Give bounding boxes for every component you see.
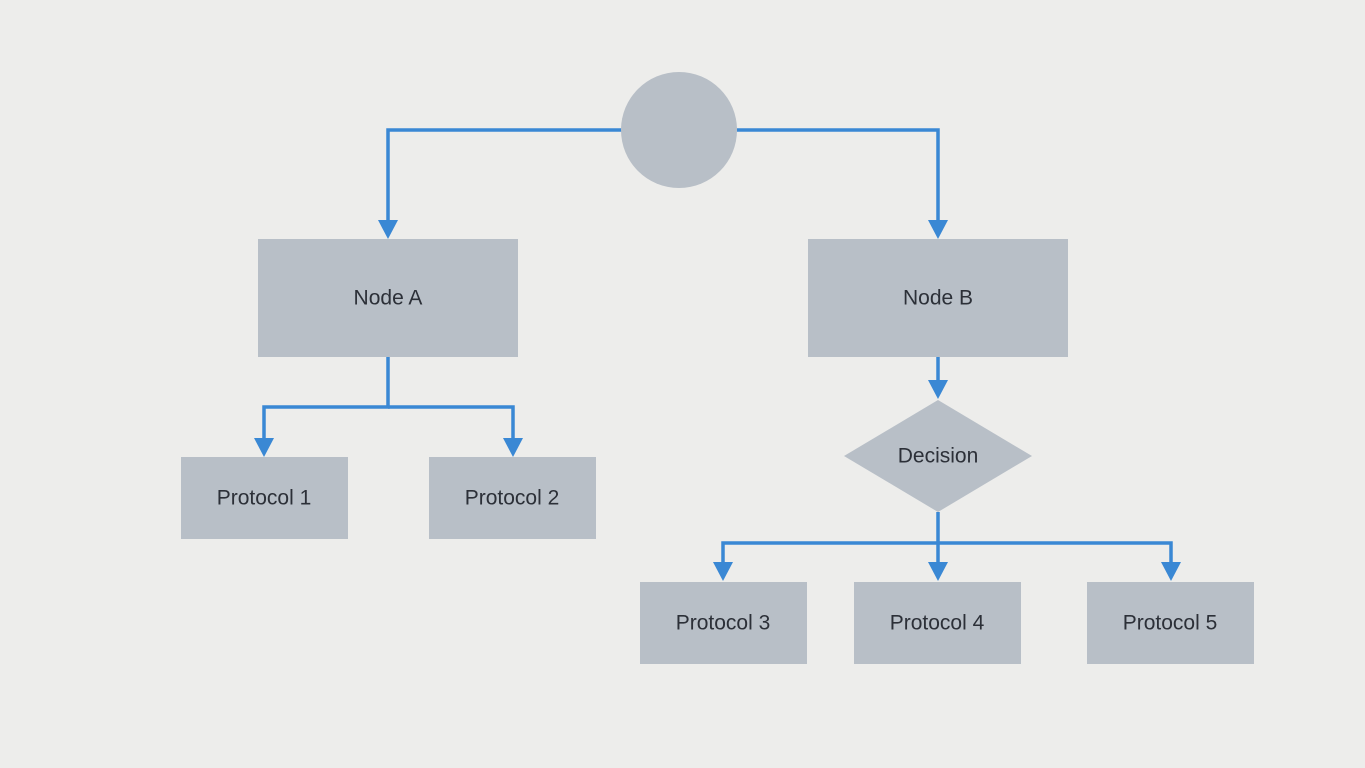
protocol-3: Protocol 3: [640, 582, 807, 664]
edge-root-to-node-a: [386, 128, 622, 224]
protocol-3-box: [640, 582, 807, 664]
decision-label: Decision: [898, 445, 979, 468]
edge-decision-to-protocol-3: [721, 512, 940, 566]
arrowheads: [254, 220, 1181, 581]
node-b: Node B: [808, 239, 1068, 357]
edge-node-a-to-protocol-1: [262, 357, 390, 442]
protocol-2-label: Protocol 2: [465, 487, 560, 510]
node-b-box: [808, 239, 1068, 357]
protocol-5-label: Protocol 5: [1123, 612, 1218, 635]
protocol-4-box: [854, 582, 1021, 664]
protocol-5: Protocol 5: [1087, 582, 1254, 664]
arrowhead-node-b: [928, 220, 948, 239]
connectors: [262, 128, 1173, 566]
nodes: Node A Node B Decision Protocol 1 Protoc…: [181, 72, 1254, 664]
protocol-2: Protocol 2: [429, 457, 596, 539]
arrowhead-node-a: [378, 220, 398, 239]
node-a: Node A: [258, 239, 518, 357]
protocol-4: Protocol 4: [854, 582, 1021, 664]
arrowhead-protocol-2: [503, 438, 523, 457]
arrowhead-protocol-3: [713, 562, 733, 581]
root-node-circle: [621, 72, 737, 188]
decision-diamond: [844, 400, 1032, 512]
protocol-3-label: Protocol 3: [676, 612, 771, 635]
decision-node: Decision: [844, 400, 1032, 512]
arrowhead-protocol-1: [254, 438, 274, 457]
node-a-box: [258, 239, 518, 357]
arrowhead-protocol-5: [1161, 562, 1181, 581]
edge-decision-to-protocol-5: [938, 541, 1173, 566]
protocol-1: Protocol 1: [181, 457, 348, 539]
node-a-label: Node A: [354, 287, 423, 310]
protocol-4-label: Protocol 4: [890, 612, 985, 635]
protocol-5-box: [1087, 582, 1254, 664]
node-b-label: Node B: [903, 287, 973, 310]
protocol-2-box: [429, 457, 596, 539]
protocol-1-label: Protocol 1: [217, 487, 312, 510]
arrowhead-protocol-4: [928, 562, 948, 581]
edge-root-to-node-b: [737, 128, 940, 224]
protocol-1-box: [181, 457, 348, 539]
arrowhead-decision: [928, 380, 948, 399]
edge-node-a-to-protocol-2: [388, 405, 515, 442]
